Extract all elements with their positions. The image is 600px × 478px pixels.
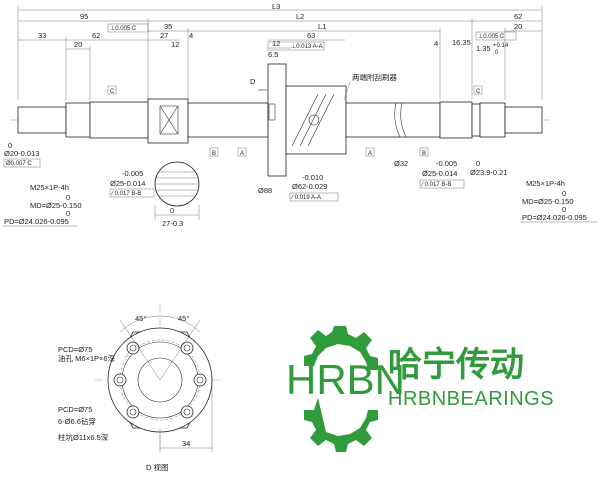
left-shaft-dia: Ø20-0.013 bbox=[4, 149, 39, 158]
tol-bb-right: ⁄ 0.017 B-B bbox=[420, 182, 451, 188]
left-thread: M25×1P-4h bbox=[30, 183, 69, 192]
datum-c-right: C bbox=[476, 89, 481, 95]
tol-left-diam: Ø0.007 C bbox=[6, 161, 32, 167]
flat-top: 0 bbox=[170, 206, 174, 215]
direction-d: D bbox=[250, 77, 256, 86]
counterbore-label: 柱坑Ø11x6.5深 bbox=[58, 432, 109, 442]
pcd-label-2: PCD=Ø75 bbox=[58, 405, 92, 414]
logo-english: HRBNBEARINGS bbox=[388, 388, 554, 410]
groove-dia: Ø23.9-0.21 bbox=[470, 168, 508, 177]
flat-section-view: 0 27-0.3 bbox=[154, 161, 200, 228]
right-labels: -0.005 Ø25-0.014 ⁄ 0.017 B-B 0 Ø23.9-0.2… bbox=[419, 159, 598, 223]
dim-l2: L2 bbox=[296, 12, 304, 21]
tol-nut-perp: ⊥0.013 A-A bbox=[291, 43, 323, 50]
screw-dia: Ø32 bbox=[394, 159, 408, 168]
width-34: 34 bbox=[182, 439, 190, 448]
left-pd: PD=Ø24.026-0.095 bbox=[4, 217, 69, 226]
d-view-front: 45° 45° PCD=Ø75 油孔 M6×1P×6深 PCD=Ø75 6-Ø6… bbox=[58, 305, 225, 472]
dim-12-nut: 12 bbox=[272, 39, 280, 48]
right-seat: Ø25-0.014 bbox=[422, 169, 457, 178]
dim-35: 35 bbox=[164, 22, 172, 31]
dim-27: 27 bbox=[160, 31, 168, 40]
brand-logo: HRBN 哈宁传动 HRBNBEARINGS bbox=[286, 326, 554, 452]
pcd-label-1: PCD=Ø75 bbox=[58, 345, 92, 354]
logo-chinese: 哈宁传动 bbox=[388, 345, 524, 385]
dim-4-left: 4 bbox=[189, 31, 193, 40]
dim-4-right: 4 bbox=[434, 39, 438, 48]
right-md-top: 0 bbox=[562, 189, 566, 198]
right-pd: PD=Ø24.026-0.095 bbox=[522, 213, 587, 222]
flange-dia: Ø88 bbox=[258, 186, 272, 195]
d-view-caption: D 视图 bbox=[146, 462, 169, 472]
datum-a-right: A bbox=[368, 151, 372, 157]
dim-12-left: 12 bbox=[171, 40, 179, 49]
bearing-seat: Ø25-0.014 bbox=[110, 179, 145, 188]
dim-6-5: 6.5 bbox=[268, 50, 278, 59]
dim-62-right: 62 bbox=[514, 12, 522, 21]
logo-hrbn: HRBN bbox=[286, 356, 405, 403]
dim-tol-plus: +0.14 bbox=[493, 43, 509, 49]
dim-16-35: 16.35 bbox=[452, 38, 471, 47]
screw-shaft bbox=[10, 63, 550, 177]
dim-20-right: 20 bbox=[514, 22, 522, 31]
dim-63: 63 bbox=[307, 31, 315, 40]
nut-labels: Ø88 -0.010 Ø62-0.029 ⁄ 0.019 A-A Ø32 bbox=[258, 159, 408, 202]
holes-label: 6-Ø6.6钻穿 bbox=[58, 416, 96, 426]
gear-icon bbox=[304, 326, 378, 452]
nut-dia: Ø62-0.029 bbox=[292, 182, 327, 191]
datum-c-left: C bbox=[110, 89, 115, 95]
datum-b-right: B bbox=[422, 151, 426, 157]
dim-33: 33 bbox=[38, 31, 46, 40]
dim-95: 95 bbox=[80, 12, 88, 21]
tol-bb-left: ⁄ 0.017 B-B bbox=[110, 191, 141, 197]
geometric-tolerance-frames: ⊥0.005 C ⊥0.013 A-A ⊥0.005 C bbox=[107, 23, 517, 51]
oil-hole-label: 油孔 M6×1P×6深 bbox=[58, 353, 116, 363]
left-labels: 0 Ø20-0.013 Ø0.007 C M25×1P-4h 0 MD=Ø25-… bbox=[2, 141, 155, 227]
datum-b-left: B bbox=[212, 151, 216, 157]
dim-1-35: 1.35 bbox=[476, 44, 491, 53]
tol-left-perp: ⊥0.005 C bbox=[110, 25, 137, 32]
bearing-seat-top: -0.005 bbox=[122, 169, 143, 178]
left-pd-top: 0 bbox=[66, 209, 70, 218]
groove-top: 0 bbox=[476, 159, 480, 168]
dim-l1: L1 bbox=[318, 22, 326, 31]
tol-right-perp: ⊥0.005 C bbox=[478, 33, 505, 40]
dim-l3: L3 bbox=[272, 2, 280, 11]
right-md: MD=Ø25-0.150 bbox=[522, 197, 574, 206]
left-md: MD=Ø25-0.150 bbox=[30, 201, 82, 210]
right-thread: M25×1P-4h bbox=[526, 179, 565, 188]
angle-right: 45° bbox=[178, 314, 189, 323]
right-seat-top: -0.005 bbox=[436, 159, 457, 168]
datum-a-left: A bbox=[240, 151, 244, 157]
nut-dia-top: -0.010 bbox=[302, 173, 323, 182]
tol-aa-nut: ⁄ 0.019 A-A bbox=[290, 195, 321, 201]
left-shaft-dia-top: 0 bbox=[8, 141, 12, 150]
dim-62-left: 62 bbox=[92, 31, 100, 40]
flat-dim: 27-0.3 bbox=[162, 219, 183, 228]
dim-20-left: 20 bbox=[74, 40, 82, 49]
dim-tol-zero: 0 bbox=[495, 50, 499, 56]
right-pd-top: 0 bbox=[562, 205, 566, 214]
wiper-note: 两端附刮刷器 bbox=[352, 72, 397, 82]
angle-left: 45° bbox=[135, 314, 146, 323]
left-md-top: 0 bbox=[66, 193, 70, 202]
datum-markers: B A A B C C D bbox=[107, 77, 483, 157]
top-dimensions: L3 95 L2 62 35 L1 20 33 20 62 27 bbox=[17, 2, 543, 100]
